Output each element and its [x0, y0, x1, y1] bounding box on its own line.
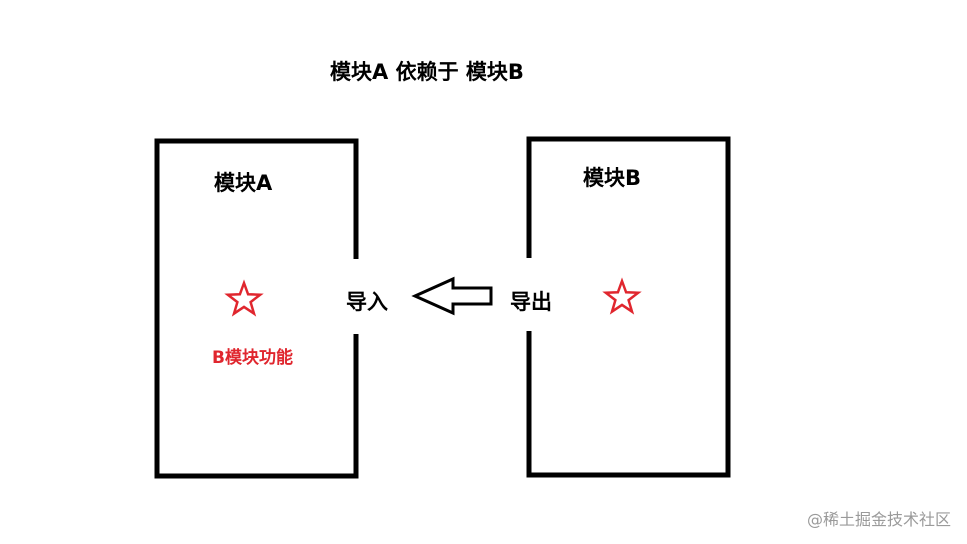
module-b-box — [526, 136, 731, 478]
module-b-label: 模块B — [583, 166, 642, 190]
star-outline-icon — [602, 277, 642, 315]
diagram-title: 模块A 依赖于 模块B — [330, 60, 524, 84]
module-a-box — [154, 138, 359, 479]
module-a-label: 模块A — [214, 171, 273, 195]
watermark: @稀土掘金技术社区 — [806, 510, 951, 529]
star-outline-icon — [224, 279, 264, 317]
import-label: 导入 — [346, 290, 388, 314]
module-b-feature-label: B模块功能 — [212, 348, 293, 368]
left-arrow-outline-icon — [411, 276, 493, 316]
export-label: 导出 — [510, 290, 552, 314]
